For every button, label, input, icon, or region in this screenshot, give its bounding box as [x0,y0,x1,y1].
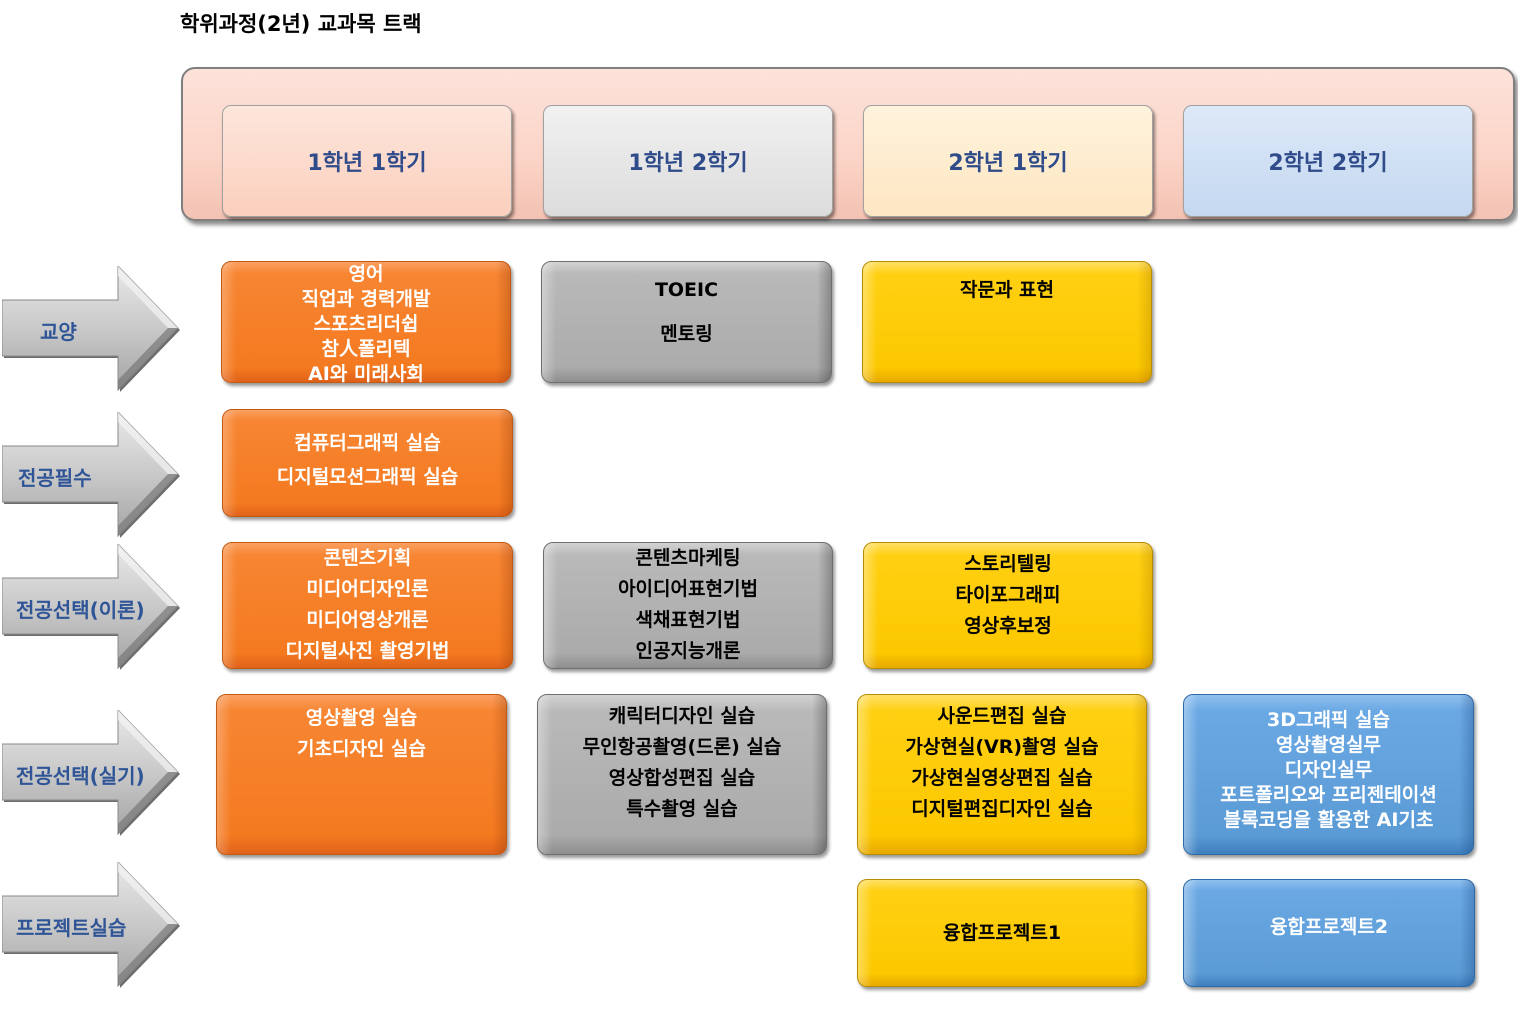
track-arrow-major-required: 전공필수 [2,412,182,540]
course-item: 작문과 표현 [959,279,1054,301]
course-item: 융합프로젝트2 [1269,916,1389,938]
arrow-shape-icon [2,544,180,670]
course-item: 가상현실(VR)촬영 실습 [905,736,1099,758]
track-arrow-gyoyang: 교양 [2,266,182,394]
course-box-major-required-sem1: 컴퓨터그래픽 실습 디지털모션그래픽 실습 [222,409,513,517]
track-arrow-elective-practice: 전공선택(실기) [2,710,182,838]
semester-1-1: 1학년 1학기 [222,105,512,217]
course-box-elective-practice-sem3: 사운드편집 실습 가상현실(VR)촬영 실습 가상현실영상편집 실습 디지털편집… [857,694,1147,855]
course-item: 컴퓨터그래픽 실습 [294,432,441,454]
course-item: TOEIC [654,279,719,301]
course-item: 특수촬영 실습 [626,798,738,820]
course-box-elective-theory-sem2: 콘텐츠마케팅 아이디어표현기법 색채표현기법 인공지능개론 [543,542,833,669]
course-item: 스포츠리더쉽 [313,313,419,335]
course-item: 콘텐츠마케팅 [635,547,741,569]
course-item: 포트폴리오와 프리젠테이션 [1220,784,1437,806]
course-box-elective-practice-sem1: 영상촬영 실습 기초디자인 실습 [216,694,507,855]
course-item: 3D그래픽 실습 [1266,709,1390,731]
course-item: 기초디자인 실습 [297,738,426,760]
course-item: 미디어영상개론 [306,609,429,631]
course-item: 콘텐츠기획 [323,547,412,569]
track-label-elective-practice: 전공선택(실기) [16,764,145,788]
course-item: 캐릭터디자인 실습 [608,705,756,727]
course-item: 영상후보정 [964,615,1052,637]
course-item: 영어 [348,263,384,285]
page-title: 학위과정(2년) 교과목 트랙 [180,12,422,36]
course-item: 멘토링 [660,323,713,345]
course-box-elective-theory-sem1: 콘텐츠기획 미디어디자인론 미디어영상개론 디지털사진 촬영기법 [222,542,513,669]
track-label-project: 프로젝트실습 [16,916,127,940]
course-item: 융합프로젝트1 [942,921,1062,944]
course-item: 직업과 경력개발 [301,288,431,310]
track-label-gyoyang: 교양 [40,320,77,344]
course-box-elective-practice-sem4: 3D그래픽 실습 영상촬영실무 디자인실무 포트폴리오와 프리젠테이션 블록코딩… [1183,694,1474,855]
course-item: 무인항공촬영(드론) 실습 [582,736,782,758]
course-item: 영상촬영실무 [1276,734,1381,756]
course-item: 영상합성편집 실습 [608,767,756,789]
course-box-gyoyang-sem2: TOEIC 멘토링 [541,261,832,383]
course-item: 타이포그래피 [955,584,1061,606]
course-box-project-sem4: 융합프로젝트2 [1183,879,1475,987]
course-item: 블록코딩을 활용한 AI기초 [1223,809,1434,831]
semester-2-2: 2학년 2학기 [1183,105,1473,217]
track-arrow-project: 프로젝트실습 [2,862,182,990]
track-label-elective-theory: 전공선택(이론) [16,598,145,622]
course-item: 미디어디자인론 [306,578,429,600]
track-label-major-required: 전공필수 [18,466,92,490]
semester-1-2: 1학년 2학기 [543,105,833,217]
course-item: 가상현실영상편집 실습 [911,767,1093,789]
course-item: 영상촬영 실습 [305,707,418,729]
track-arrow-elective-theory: 전공선택(이론) [2,544,182,672]
course-box-elective-theory-sem3: 스토리텔링 타이포그래피 영상후보정 [863,542,1153,669]
arrow-shape-icon [2,710,180,836]
arrow-shape-icon [2,266,180,392]
semester-2-1: 2학년 1학기 [863,105,1153,217]
course-box-gyoyang-sem3: 작문과 표현 [862,261,1152,383]
course-item: AI와 미래사회 [308,363,424,385]
course-item: 디자인실무 [1284,759,1373,781]
course-item: 사운드편집 실습 [937,705,1067,727]
course-item: 디지털모션그래픽 실습 [276,466,459,488]
course-box-project-sem3: 융합프로젝트1 [857,879,1147,987]
course-item: 색채표현기법 [635,609,741,631]
course-item: 참人폴리텍 [321,338,411,360]
arrow-shape-icon [2,412,180,538]
course-item: 아이디어표현기법 [618,578,758,600]
course-item: 스토리텔링 [964,553,1052,575]
course-box-gyoyang-sem1: 영어 직업과 경력개발 스포츠리더쉽 참人폴리텍 AI와 미래사회 [221,261,511,385]
course-item: 인공지능개론 [635,640,741,662]
course-item: 디지털사진 촬영기법 [285,640,450,662]
course-box-elective-practice-sem2: 캐릭터디자인 실습 무인항공촬영(드론) 실습 영상합성편집 실습 특수촬영 실… [537,694,827,855]
course-item: 디지털편집디자인 실습 [911,798,1093,820]
arrow-shape-icon [2,862,180,988]
